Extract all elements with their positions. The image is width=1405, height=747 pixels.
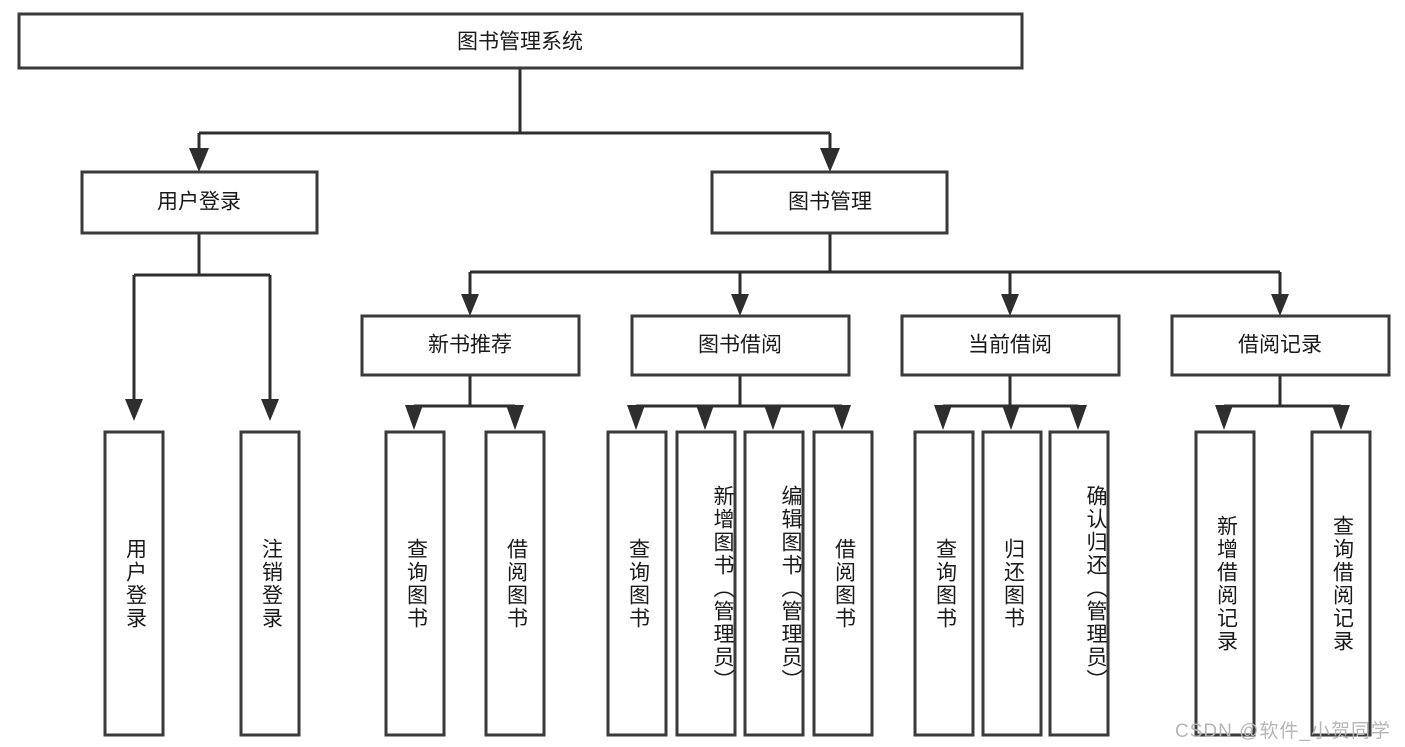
node-box-leaf-borrow-edit[interactable] <box>743 430 805 737</box>
node-label-user-login: 用户登录 <box>157 191 241 214</box>
node-box-borrow-record[interactable] <box>1170 314 1391 377</box>
watermark-text: CSDN @软件_小贺同学 <box>1175 721 1391 742</box>
node-label-root: 图书管理系统 <box>457 31 583 54</box>
node-layer: 图书管理系统 用户登录 图书管理 新书推荐 图书借阅 当前借阅 借阅记录 <box>17 12 1391 737</box>
arrowhead-record-leaf-2 <box>1332 405 1350 430</box>
node-box-book-manage[interactable] <box>710 170 949 235</box>
arrowhead-to-borrow-record <box>1271 294 1289 316</box>
arrowhead-borrow-leaf-1 <box>627 405 645 430</box>
node-label-book-manage: 图书管理 <box>788 191 872 214</box>
arrowhead-borrow-leaf-3 <box>764 405 782 430</box>
arrowhead-record-leaf-1 <box>1215 405 1233 430</box>
arrowhead-current-leaf-1 <box>934 405 952 430</box>
arrowhead-to-new-book <box>461 294 479 316</box>
node-box-leaf-borrow-query[interactable] <box>606 430 668 737</box>
arrowhead-to-current-borrow <box>1001 294 1019 316</box>
node-box-leaf-newbook-borrow[interactable] <box>484 430 546 737</box>
node-label-borrow-record: 借阅记录 <box>1238 334 1322 357</box>
node-box-leaf-logout[interactable] <box>239 430 301 737</box>
arrowhead-to-book-manage <box>820 148 840 172</box>
arrowhead-current-leaf-3 <box>1069 405 1087 430</box>
arrowhead-to-leaf-user-login <box>125 399 143 421</box>
node-box-leaf-record-query[interactable] <box>1310 430 1372 737</box>
node-box-leaf-current-query[interactable] <box>913 430 975 737</box>
arrowhead-newbook-leaf-1 <box>405 405 423 430</box>
node-box-leaf-newbook-query[interactable] <box>384 430 446 737</box>
node-label-new-book-recommend: 新书推荐 <box>428 334 512 357</box>
arrowhead-current-leaf-2 <box>1002 405 1020 430</box>
arrowhead-borrow-leaf-2 <box>696 405 714 430</box>
node-label-current-borrow: 当前借阅 <box>968 334 1052 357</box>
node-box-leaf-user-login[interactable] <box>103 430 165 737</box>
arrowhead-to-leaf-logout <box>261 399 279 421</box>
arrowhead-to-book-borrow <box>731 294 749 316</box>
node-label-book-borrow: 图书借阅 <box>698 334 782 357</box>
node-box-leaf-current-confirm[interactable] <box>1048 430 1110 737</box>
node-box-book-borrow[interactable] <box>630 314 851 377</box>
node-box-leaf-record-add[interactable] <box>1194 430 1256 737</box>
node-box-leaf-current-return[interactable] <box>981 430 1043 737</box>
arrowhead-to-user-login <box>189 148 209 172</box>
node-box-leaf-borrow-add[interactable] <box>675 430 737 737</box>
arrowhead-newbook-leaf-2 <box>506 405 524 430</box>
node-box-leaf-borrow-lend[interactable] <box>812 430 874 737</box>
arrowhead-layer <box>125 148 1350 430</box>
node-box-user-login[interactable] <box>80 170 319 235</box>
arrowhead-borrow-leaf-4 <box>833 405 851 430</box>
node-box-root[interactable] <box>17 12 1024 70</box>
node-box-current-borrow[interactable] <box>900 314 1121 377</box>
node-box-new-book-recommend[interactable] <box>360 314 581 377</box>
